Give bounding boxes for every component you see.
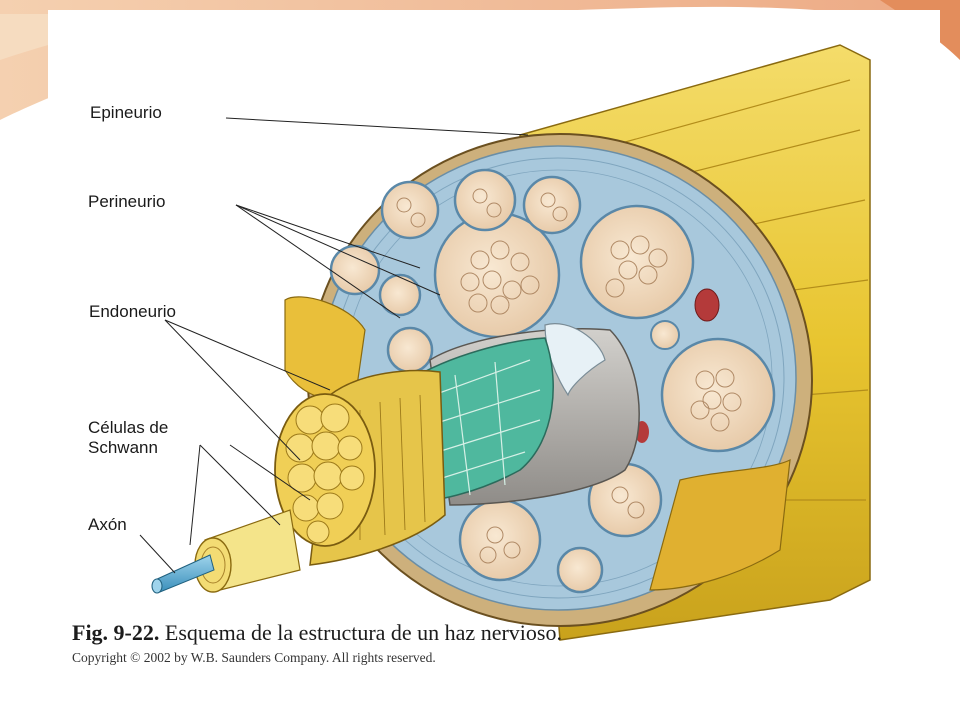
copyright-notice: Copyright © 2002 by W.B. Saunders Compan… [72,650,436,665]
label-perineurio: Perineurio [88,192,166,211]
label-epineurio: Epineurio [90,103,162,122]
leader-lines [139,117,529,574]
figure-title: Esquema de la estructura de un haz nervi… [164,620,562,645]
label-endoneurio: Endoneurio [89,302,176,321]
endoneurium-bundle [274,369,446,566]
label-celulas-de: Células de [88,418,169,437]
figure-number: Fig. 9-22. [72,620,160,645]
label-schwann: Schwann [88,438,158,457]
figure-caption: Fig. 9-22. Esquema de la estructura de u… [72,620,562,646]
label-axon: Axón [88,515,127,534]
axon-assembly [151,509,301,594]
